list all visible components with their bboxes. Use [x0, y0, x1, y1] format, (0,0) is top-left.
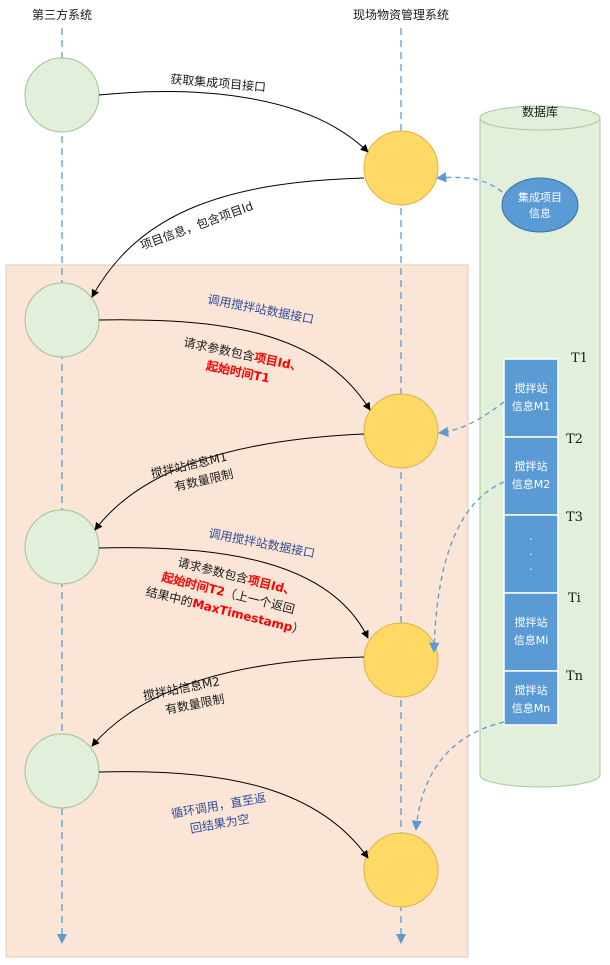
arrow-request-1: [98, 319, 371, 411]
arrow-project-info: [91, 177, 365, 298]
onsite-node-2: [363, 393, 439, 469]
onsite-node-3: [363, 622, 439, 698]
arrow-request-2: [98, 547, 369, 639]
lane-header-onsite: 现场物资管理系统: [353, 7, 449, 22]
project-info-node: [501, 177, 579, 233]
db-cell-m1: [503, 358, 559, 438]
flow-m1: [437, 401, 505, 437]
db-cell-mn-label-2: 信息Mn: [512, 701, 550, 715]
project-info-label-2: 信息: [529, 206, 551, 220]
time-label-t2: T2: [566, 432, 583, 447]
onsite-node-1: [363, 130, 439, 206]
db-cell-ellipsis-dot-1: ·: [529, 533, 533, 546]
db-cell-mn-label-1: 搅拌站: [515, 683, 548, 697]
onsite-node-4: [363, 832, 439, 908]
label-get-project: 获取集成项目接口: [170, 71, 267, 94]
db-cell-ellipsis-dot-2: ·: [529, 548, 533, 561]
arrow-get-project: [98, 91, 369, 153]
arrow-response-1: [94, 433, 365, 531]
lifeline-onsite-arrowhead: [396, 934, 406, 944]
flow-mn: [411, 721, 505, 832]
third-party-node-3: [24, 509, 100, 585]
time-label-t3: T3: [566, 510, 583, 525]
db-cell-m2-label-1: 搅拌站: [515, 459, 548, 473]
project-info-label-1: 集成项目: [518, 190, 562, 204]
arrow-response-2: [91, 656, 365, 747]
label-request-2-text-4: ）: [291, 621, 306, 637]
db-cell-m2: [503, 436, 559, 516]
time-label-tn: Tn: [566, 669, 584, 684]
third-party-node-2: [24, 282, 100, 358]
db-cell-m1-label-2: 信息M1: [512, 399, 551, 413]
flow-m2: [429, 481, 505, 654]
db-cell-mi-label-1: 搅拌站: [515, 615, 548, 629]
db-cell-mi-label-2: 信息Mi: [514, 633, 549, 647]
arrow-loop: [98, 771, 369, 859]
time-label-ti: Ti: [568, 591, 581, 606]
time-label-t1: T1: [571, 351, 588, 366]
db-cell-m1-label-1: 搅拌站: [515, 381, 548, 395]
third-party-node-4: [24, 733, 100, 809]
db-cell-ellipsis: [503, 514, 559, 594]
flow-project-info: [435, 172, 503, 193]
third-party-node-1: [24, 57, 100, 133]
db-cell-mn: [503, 670, 559, 726]
database-title: 数据库: [522, 104, 558, 119]
db-cell-m2-label-2: 信息M2: [512, 477, 551, 491]
db-cell-ellipsis-dot-3: ·: [529, 563, 533, 576]
lane-header-third-party: 第三方系统: [32, 7, 92, 22]
db-cell-mi: [503, 592, 559, 672]
lifeline-third-party-arrowhead: [57, 934, 67, 944]
